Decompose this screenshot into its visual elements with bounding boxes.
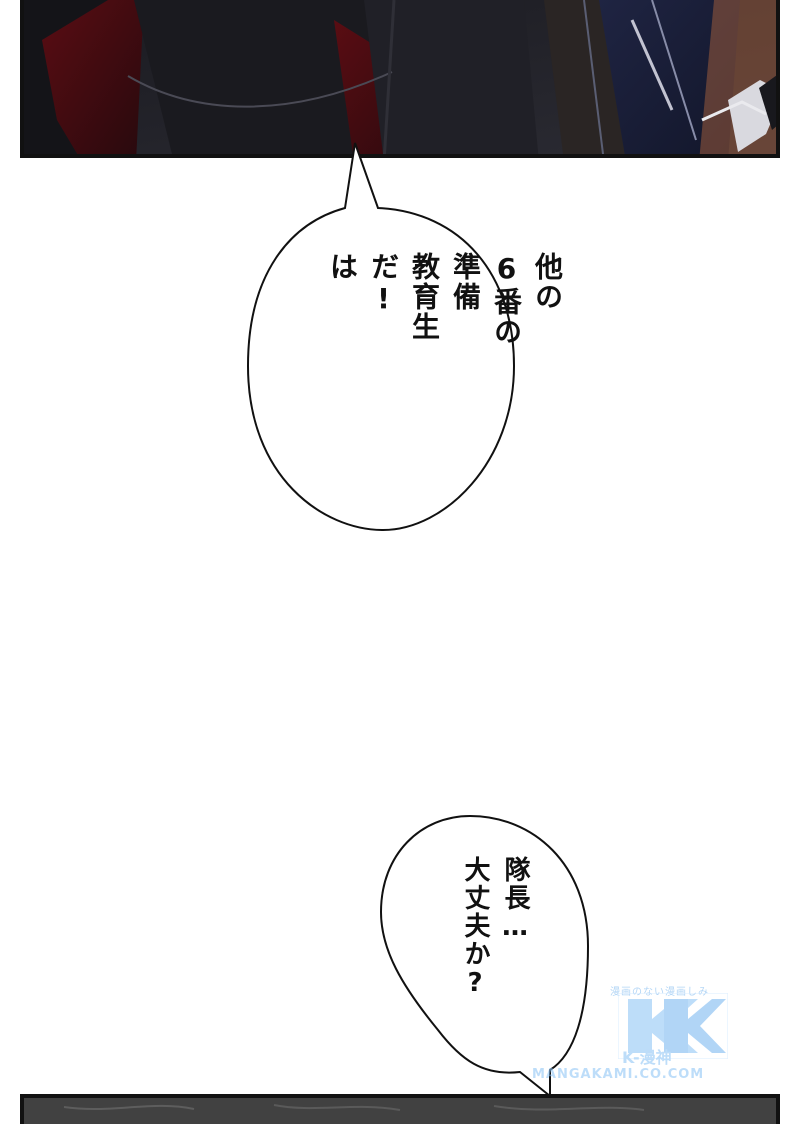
speech-line: 隊長… xyxy=(500,856,530,944)
bottom-panel-art xyxy=(24,1098,776,1124)
top-panel-art xyxy=(24,0,776,154)
top-manga-panel xyxy=(20,0,780,158)
speech-line: は xyxy=(326,252,359,282)
watermark-brand: K-漫神 xyxy=(622,1048,672,1067)
speech-line: 教育生 xyxy=(408,252,441,342)
speech-text-1: 他の 6番の 準備 教育生 だ! は xyxy=(322,252,568,347)
watermark: 漫画のない漫画しみ K-漫神 MANGAKAMI.CO.COM xyxy=(532,983,800,1091)
speech-text-2: 隊長… 大丈夫か? xyxy=(455,856,535,1000)
bottom-manga-panel xyxy=(20,1094,780,1124)
watermark-top-text: 漫画のない漫画しみ xyxy=(610,987,709,998)
speech-line: 準備 xyxy=(449,252,482,312)
speech-line: 6番の xyxy=(490,252,523,347)
speech-line: だ! xyxy=(367,252,400,317)
speech-line: 大丈夫か? xyxy=(460,856,490,1000)
watermark-url: MANGAKAMI.CO.COM xyxy=(532,1067,705,1082)
watermark-logo-icon xyxy=(618,993,728,1059)
speech-line: 他の xyxy=(531,252,564,312)
